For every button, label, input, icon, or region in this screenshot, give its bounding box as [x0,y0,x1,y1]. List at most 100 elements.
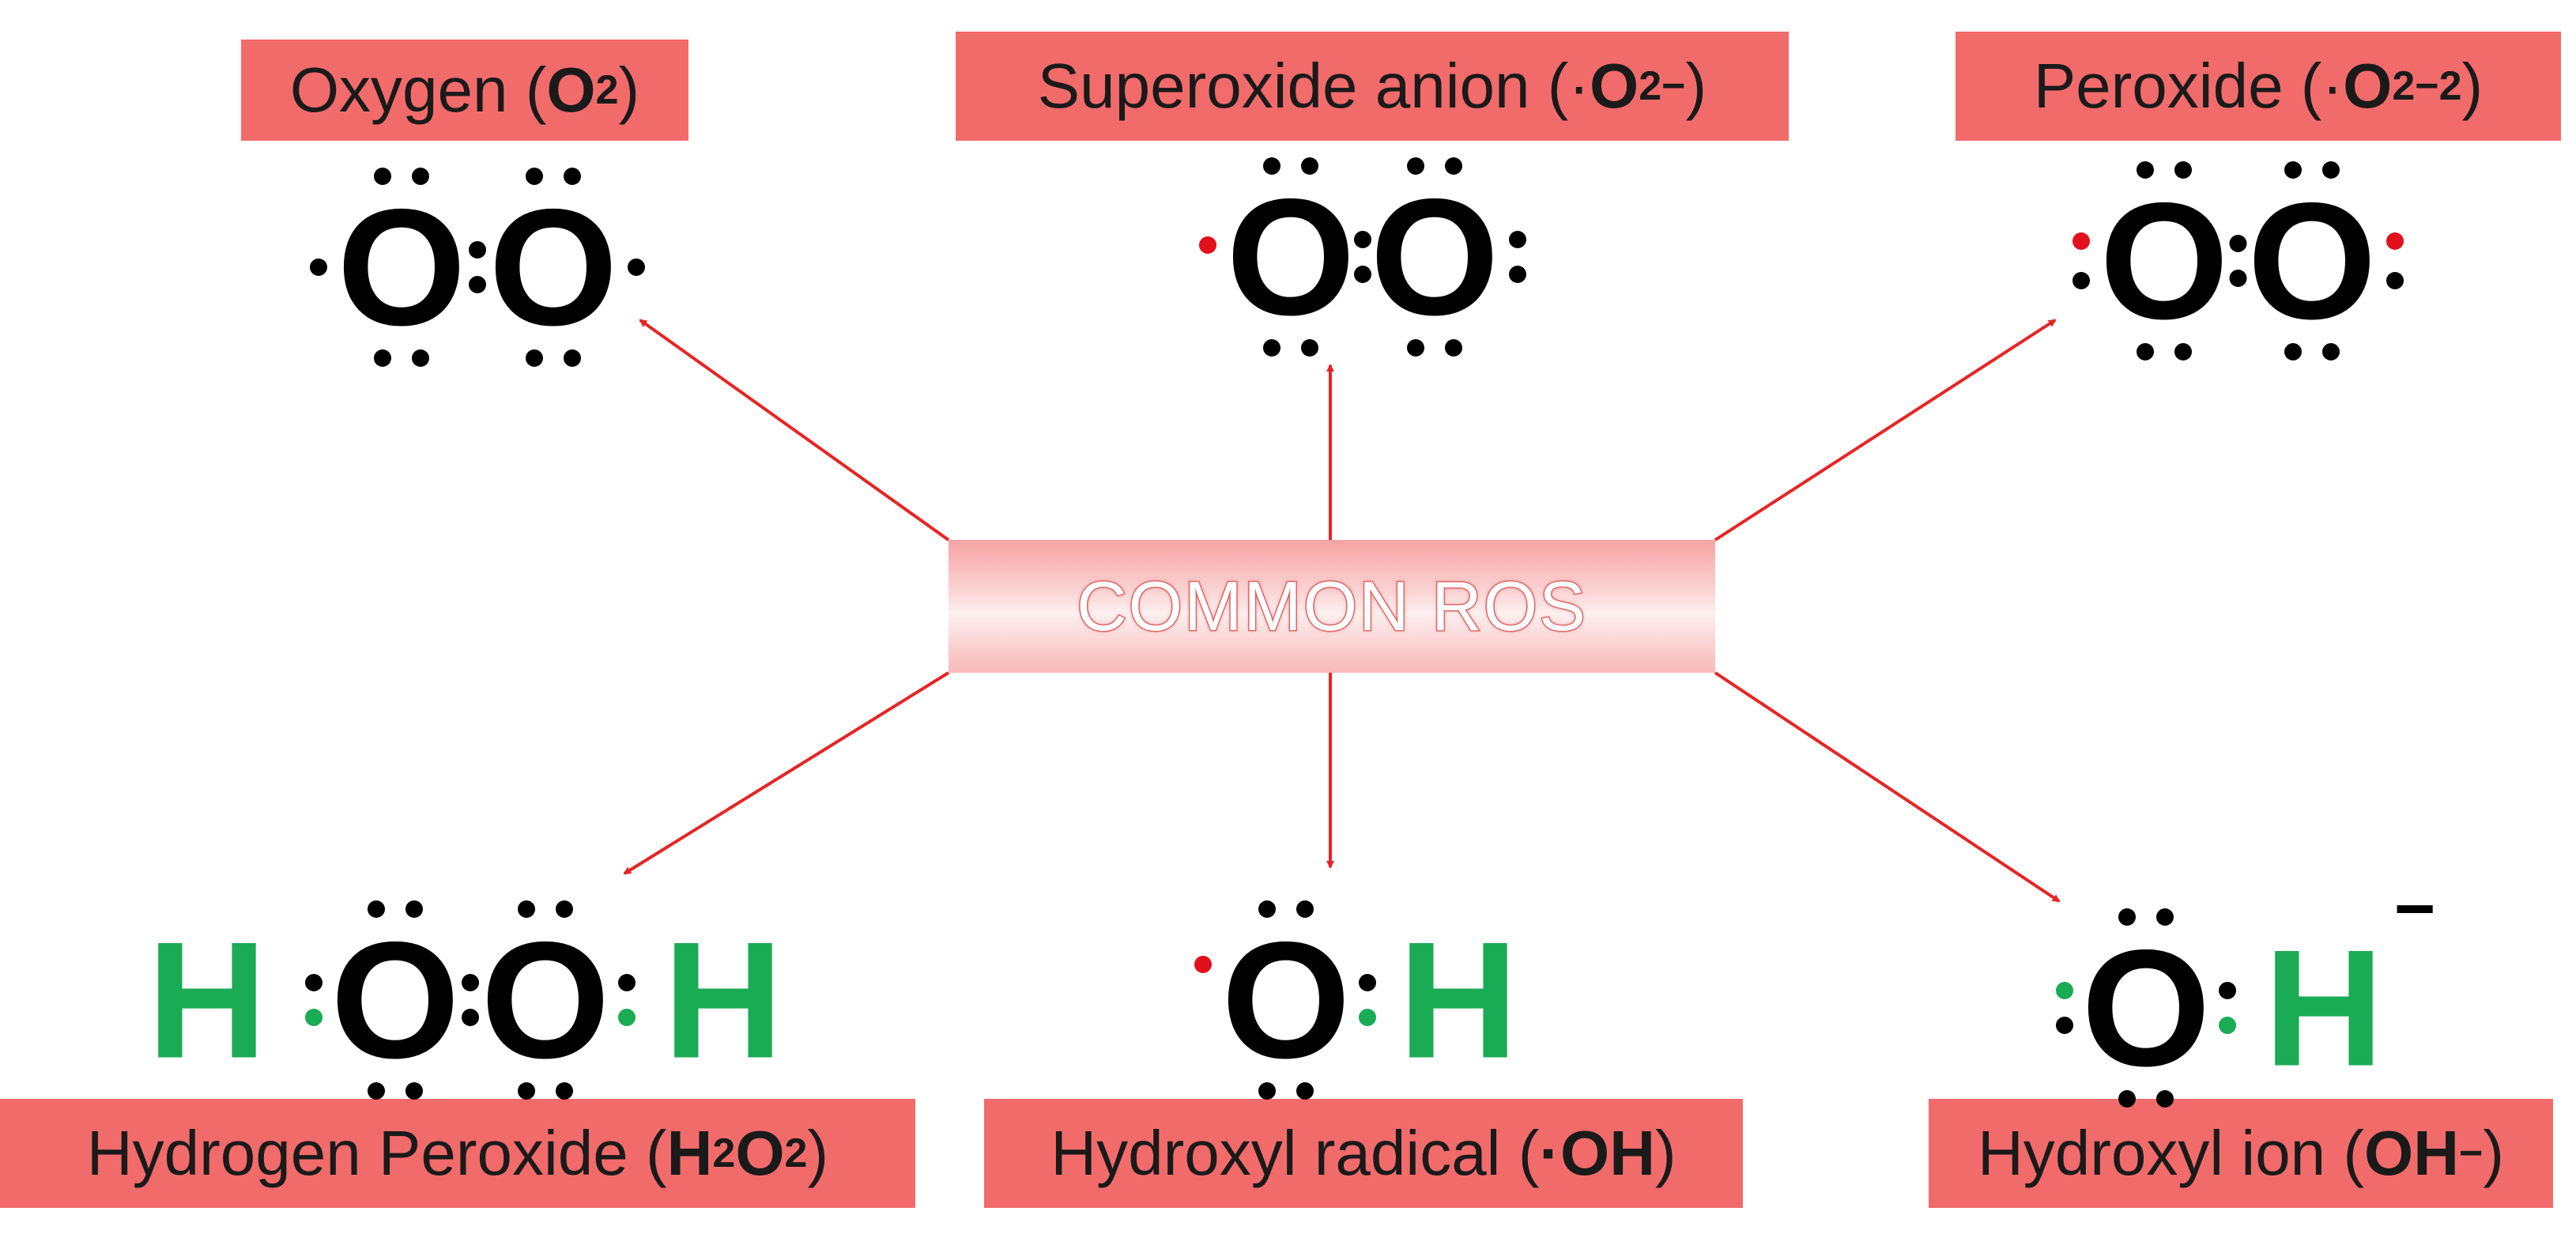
lone-pair [556,900,573,918]
electron-dot [2386,272,2404,289]
hydroxyl-ion-label-name: Hydroxyl ion [1977,1118,2326,1188]
bonding-pair [1354,266,1371,283]
peroxide-formula: O [2343,51,2393,121]
negative-charge-sign: − [2394,870,2436,949]
lone-pair [1258,1082,1276,1100]
hydroxyl-radical-formula: ·OH [1539,1118,1655,1188]
arrow-to-hydroxyl-ion [1714,671,2061,903]
bonding-pair [2219,1017,2236,1034]
oxygen-formula: O [546,55,596,125]
oxygen-atom: O [1226,164,1355,350]
hydrogen-atom: H [147,908,267,1093]
lone-pair [2137,161,2154,179]
lone-pair [2056,982,2073,999]
lone-pair [2174,343,2192,360]
lone-pair [374,349,391,367]
lone-pair [1301,339,1318,357]
oxygen-atom: O [488,175,617,360]
lone-pair [368,1082,385,1100]
lone-pair [1296,1082,1314,1100]
lone-pair [1509,231,1526,248]
lone-pair [1258,900,1276,918]
lone-pair [374,168,391,185]
lone-pair [1263,339,1280,357]
unpaired-electron [2386,232,2404,250]
oxygen-atom: O [2099,168,2228,354]
oxygen-atom: O [2247,168,2376,354]
lone-pair [1445,157,1462,175]
bonding-pair [618,974,636,991]
hydrogen-peroxide-formula-o: O [735,1118,785,1188]
hydroxyl-ion-label: Hydroxyl ion (OH−) [1929,1099,2553,1208]
arrow-to-peroxide [1714,319,2057,542]
oxygen-label-name: Oxygen [289,55,508,125]
lone-pair [2156,1090,2174,1108]
bonding-pair [1354,231,1371,248]
bonding-pair [469,241,486,259]
arrow-to-hydrogen-peroxide [623,671,950,875]
lone-pair [1407,157,1424,175]
lone-pair [1509,266,1526,283]
hydroxyl-radical-label: Hydroxyl radical (·OH) [984,1099,1743,1208]
lone-pair [412,349,429,367]
bonding-pair [469,276,486,293]
center-box: COMMON ROS [949,540,1715,673]
bonding-pair [305,974,322,991]
lone-pair [1296,900,1314,918]
superoxide-label-name: Superoxide anion [1037,51,1530,121]
lone-pair [1445,339,1462,357]
lone-pair [556,1082,573,1100]
lone-pair [2284,343,2302,360]
unpaired-electron [628,259,645,276]
arrows-layer [623,319,2061,903]
bonding-pair [618,1009,636,1026]
bonding-pair [1359,974,1376,991]
lone-pair [526,168,543,185]
bonding-pair [462,1009,479,1026]
bonding-pair [2219,982,2236,999]
lone-pair [2118,908,2136,926]
lone-pair [2056,1017,2073,1034]
lone-pair [2118,1090,2136,1108]
oxygen-atom: O [1370,164,1499,350]
superoxide-formula: O [1590,51,1639,121]
hydrogen-atom: H [2264,915,2384,1101]
lone-pair [368,900,385,918]
oxygen-atom: O [481,908,609,1093]
lone-pair [1301,157,1318,175]
lone-pair [518,1082,535,1100]
hydroxyl-ion-formula: OH [2364,1118,2459,1188]
lone-pair [564,349,581,367]
oxygen-atom: O [1221,908,1350,1093]
lone-pair [518,900,535,918]
lone-pair [2322,161,2340,179]
bonding-pair [462,974,479,991]
lone-pair [405,900,423,918]
hydrogen-atom: H [663,908,783,1093]
lone-pair [2284,161,2302,179]
lone-pair [2156,908,2174,926]
unpaired-electron [1199,236,1216,254]
bonding-pair [305,1009,322,1026]
oxygen-atom: O [330,908,459,1093]
lone-pair [405,1082,423,1100]
unpaired-electron [310,259,327,276]
lone-pair [526,349,543,367]
arrow-to-oxygen [639,319,950,542]
lone-pair [2137,343,2154,360]
lone-pair [1407,339,1424,357]
unpaired-electron [1194,956,1212,973]
lone-pair [2322,343,2340,360]
bonding-pair [1359,1009,1376,1026]
hydrogen-peroxide-label-name: Hydrogen Peroxide [86,1118,628,1188]
bonding-pair [2229,270,2247,287]
unpaired-electron [2072,232,2090,250]
lone-pair [564,168,581,185]
oxygen-atom: O [337,175,466,360]
center-label: COMMON ROS [1076,566,1587,647]
